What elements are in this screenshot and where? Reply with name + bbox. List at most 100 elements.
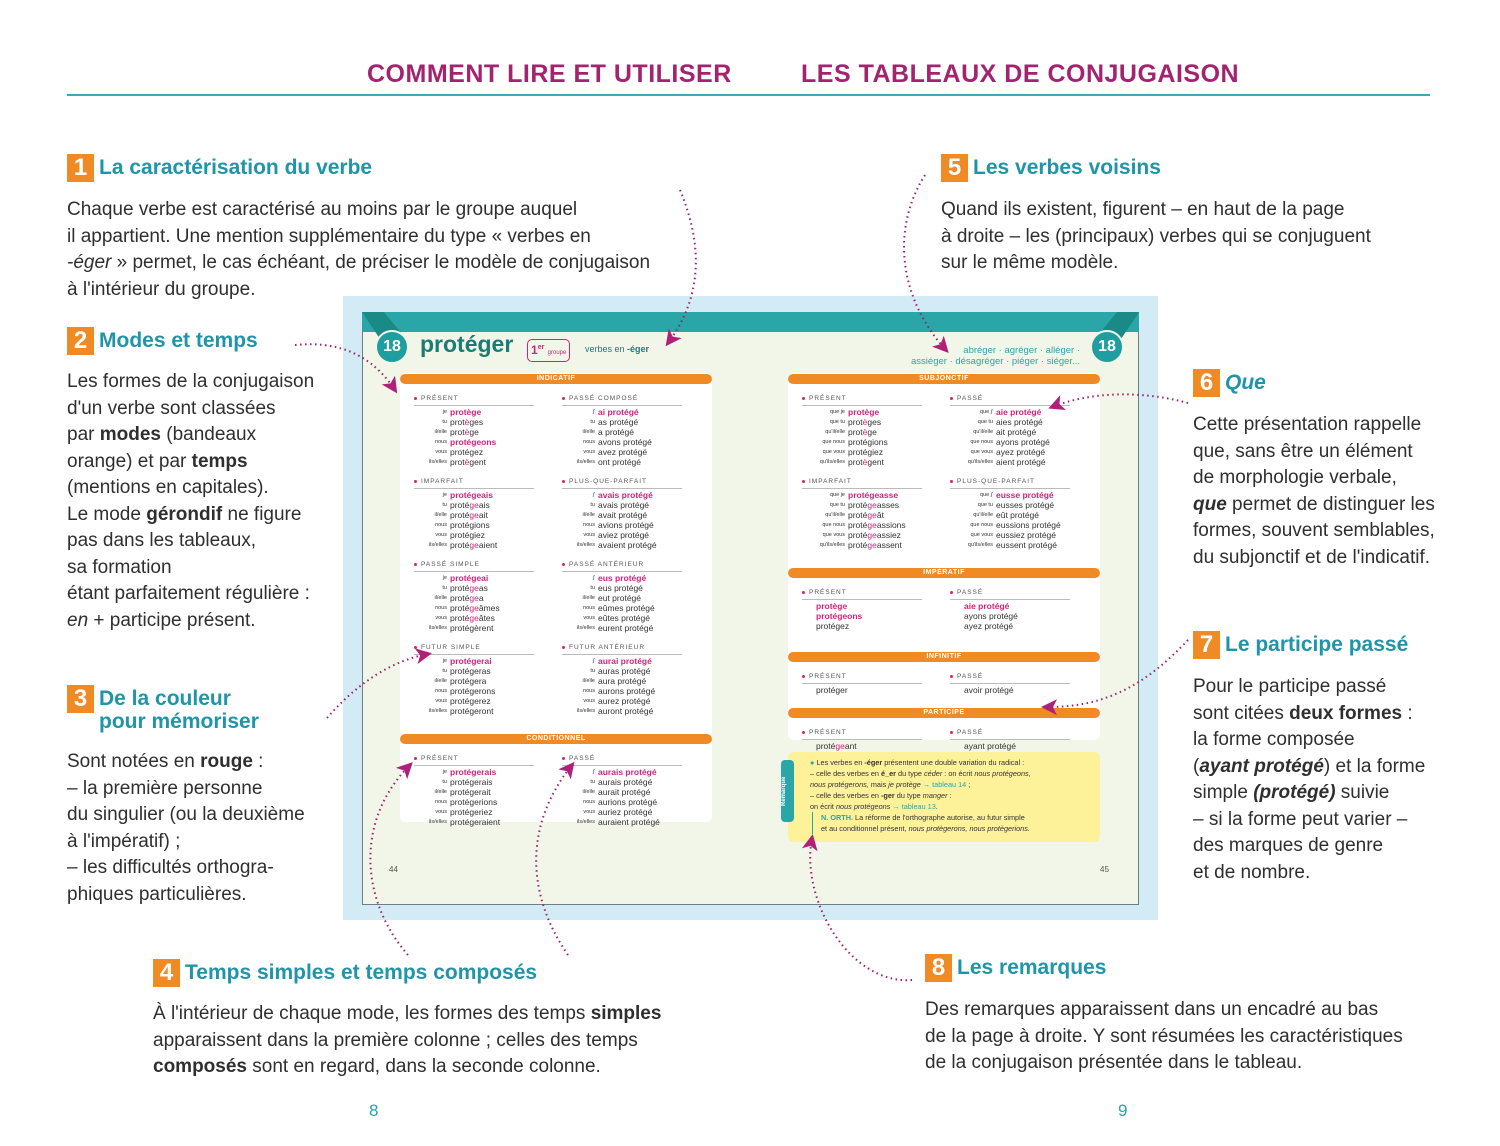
pronoun: tu (442, 502, 447, 508)
verb-form: avons protégé (598, 437, 652, 447)
verb-form: ai protégé (598, 407, 639, 417)
pronoun: que tu (829, 419, 845, 425)
verb-form: protégeais (450, 500, 490, 510)
title-rule (67, 94, 1430, 96)
verb-form: protégiez (450, 530, 485, 540)
text: → tableau 14 (920, 780, 967, 789)
pronoun: je (442, 575, 447, 581)
pronoun: il/elle (582, 429, 595, 435)
group-number: 1 (531, 343, 538, 357)
verb-form: ayez protégé (996, 447, 1046, 457)
tense-header: PASSÉ (950, 727, 1070, 740)
tense-header: PRÉSENT (802, 727, 922, 740)
pronoun: que nous (970, 522, 993, 528)
verb-form: protégera (450, 676, 487, 686)
north-label: N. ORTH. (821, 813, 854, 822)
pronoun: tu (442, 419, 447, 425)
verb-form: eût protégé (996, 510, 1040, 520)
tense-header: PLUS-QUE-PARFAIT (950, 476, 1070, 489)
text: nous protégeons, (974, 769, 1031, 778)
verb-form: protégeassiez (848, 530, 901, 540)
tense-header: FUTUR ANTÉRIEUR (562, 642, 682, 655)
verb-form: eus protégé (598, 583, 643, 593)
pronoun: il/elle (582, 678, 595, 684)
highlight: è (464, 457, 470, 467)
pronoun: ils/elles (576, 625, 595, 631)
pronoun: que vous (822, 449, 845, 455)
section-body: Sont notées en rouge :– la première pers… (67, 749, 305, 908)
tense-header: PASSÉ (562, 753, 682, 766)
title-left: COMMENT LIRE ET UTILISER (367, 60, 732, 88)
text: céder (924, 769, 943, 778)
verb-form: protégez (450, 447, 484, 457)
conjugation-row: protégeons (802, 611, 938, 621)
group-badge: 1er groupe (527, 339, 571, 362)
section-title: Les verbes voisins (973, 156, 1161, 179)
pronoun: tu (590, 779, 595, 785)
verb-form: protégeant (816, 741, 857, 751)
highlight: ge (469, 593, 479, 603)
pronoun: qu'il/elle (973, 512, 993, 518)
pronoun: qu'ils/elles (967, 542, 993, 548)
pronoun: que tu (977, 502, 993, 508)
verb-form: protégerions (450, 797, 498, 807)
line: de morphologie verbale, (1193, 467, 1397, 488)
line: formes, souvent semblables, (1193, 520, 1435, 541)
table-number-badge-left: 18 (375, 330, 409, 364)
line: Sont notées en rouge : (67, 751, 264, 772)
line: – les difficultés orthogra- (67, 857, 274, 878)
arrow-4b (535, 761, 575, 956)
arrow-4a (369, 762, 413, 956)
conjugation-row: j'ai protégé (562, 407, 698, 417)
pronoun: tu (590, 502, 595, 508)
conjugation-row: protège (802, 601, 938, 611)
line: orange) et par temps (67, 450, 248, 472)
conjugation-row: aie protégé (950, 601, 1086, 611)
highlight: ge (469, 540, 479, 550)
verb-form: protège (848, 407, 880, 417)
text: Les verbes en (816, 758, 865, 767)
line: (ayant protégé) et la forme (1193, 755, 1426, 777)
text: présentent une double variation du radic… (882, 758, 1025, 767)
verb-form: eûmes protégé (598, 603, 655, 613)
tense-header: FUTUR SIMPLE (414, 642, 534, 655)
line: Le mode gérondif ne figure (67, 503, 302, 525)
pronoun: ils/elles (428, 625, 447, 631)
conjugation-row: que j'aie protégé (950, 407, 1086, 417)
verb-form: protégerais (450, 777, 493, 787)
group-word: groupe (547, 350, 567, 356)
pronoun: j' (592, 658, 595, 664)
verb-form: ont protégé (598, 457, 642, 467)
pronoun: que j' (980, 409, 993, 415)
text: – celle des verbes en (810, 769, 881, 778)
line: Chaque verbe est caractérisé au moins pa… (67, 199, 578, 220)
pronoun: ils/elles (576, 708, 595, 714)
remarque-line: nous protégerons, mais je protège → tabl… (810, 779, 1090, 790)
